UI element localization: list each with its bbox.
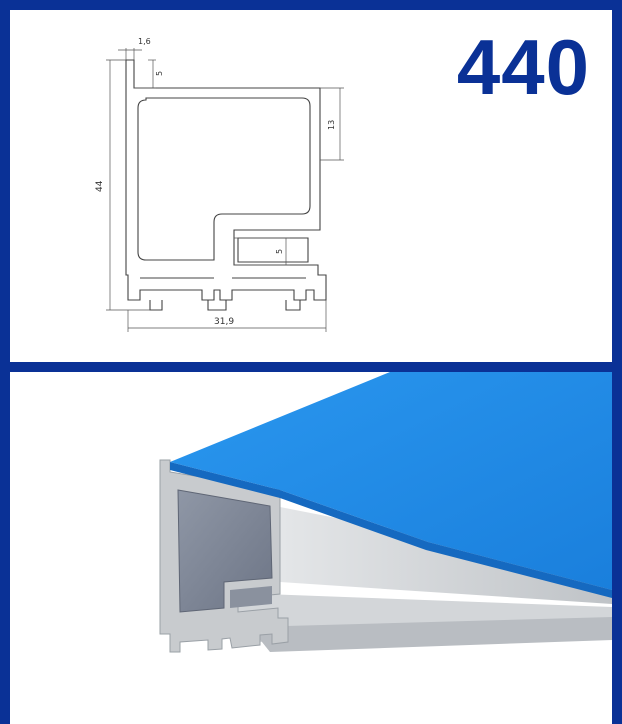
dimension-label-right-step: 13 bbox=[327, 120, 336, 130]
dimension-label-lower-step: 5 bbox=[275, 249, 284, 254]
dimension-label-top-lip: 5 bbox=[155, 71, 164, 76]
dimension-label-top-wall: 1,6 bbox=[138, 37, 151, 46]
profile-outer-outline bbox=[125, 59, 327, 301]
blue-panel-sheet bbox=[170, 372, 612, 598]
profile-inner-chamber bbox=[137, 97, 311, 261]
section-divider bbox=[0, 362, 622, 372]
profile-cross-section-drawing: 1,6 5 44 13 5 31,9 bbox=[95, 37, 344, 332]
model-number: 440 bbox=[456, 23, 590, 111]
dimension-label-height: 44 bbox=[95, 180, 105, 192]
product-illustration-panel bbox=[10, 372, 612, 724]
profile-3d-illustration bbox=[159, 372, 612, 653]
technical-drawing-panel: 440 bbox=[10, 10, 612, 362]
profile-lower-chamber bbox=[237, 237, 309, 263]
aluminium-profile bbox=[159, 459, 612, 653]
dimension-label-width: 31,9 bbox=[214, 317, 234, 327]
